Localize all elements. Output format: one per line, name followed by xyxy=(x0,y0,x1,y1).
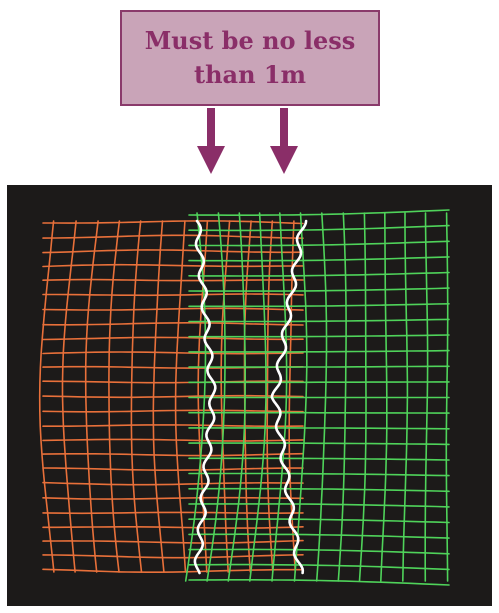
green-mesh-line xyxy=(188,334,450,338)
orange-mesh-line xyxy=(42,452,304,457)
green-mesh-line xyxy=(337,212,347,582)
orange-mesh-line xyxy=(42,511,304,515)
orange-mesh xyxy=(38,220,304,573)
orange-mesh-line xyxy=(42,554,304,559)
green-mesh-line xyxy=(380,212,388,582)
orange-mesh-line xyxy=(84,220,99,573)
orange-mesh-line xyxy=(42,220,304,225)
down-arrows xyxy=(197,108,298,174)
orange-mesh-line xyxy=(42,278,304,282)
orange-mesh-line xyxy=(42,467,304,471)
green-mesh-line xyxy=(188,318,450,323)
green-mesh-line xyxy=(358,212,367,582)
mesh-overlap-drawing xyxy=(38,209,450,586)
green-mesh-line xyxy=(424,212,429,582)
green-mesh-line xyxy=(188,209,450,216)
orange-mesh-line xyxy=(42,307,304,311)
orange-mesh-line xyxy=(42,568,304,573)
orange-mesh-line xyxy=(108,220,121,573)
orange-mesh-line xyxy=(42,263,304,268)
green-mesh-line xyxy=(188,487,450,493)
green-mesh-line xyxy=(188,287,450,292)
overlap-callout-box: Must be no less than 1m xyxy=(120,10,380,106)
green-mesh-line xyxy=(188,256,450,262)
orange-mesh-line xyxy=(130,220,143,573)
orange-mesh-line xyxy=(42,438,304,442)
orange-mesh-line xyxy=(42,293,304,297)
seam-edges xyxy=(193,219,308,575)
green-mesh-line xyxy=(315,212,328,582)
right-seam-edge xyxy=(270,219,308,575)
green-mesh-line xyxy=(184,212,207,582)
overlap-callout-text: Must be no less than 1m xyxy=(144,26,356,89)
green-mesh-line xyxy=(188,271,450,277)
orange-mesh-line xyxy=(42,234,304,239)
green-mesh-line xyxy=(188,224,450,232)
green-mesh-line xyxy=(188,349,450,353)
green-mesh-line xyxy=(271,212,288,582)
orange-mesh-line xyxy=(42,249,304,254)
green-mesh-line xyxy=(188,579,450,586)
orange-mesh-line xyxy=(38,220,55,573)
orange-mesh-line xyxy=(266,220,274,573)
green-mesh-line xyxy=(188,427,450,430)
green-mesh-line xyxy=(188,365,450,368)
green-mesh-line xyxy=(188,518,450,524)
green-mesh-line xyxy=(188,472,450,477)
mesh-overlap-diagram xyxy=(7,185,492,606)
orange-mesh-line xyxy=(42,409,304,413)
orange-mesh-line xyxy=(42,526,304,529)
green-mesh-line xyxy=(188,303,450,308)
green-mesh-line xyxy=(227,212,246,582)
orange-mesh-line xyxy=(42,336,304,341)
orange-mesh-line xyxy=(61,220,77,573)
green-mesh-line xyxy=(188,503,450,508)
orange-mesh-line xyxy=(220,220,231,573)
orange-mesh-line xyxy=(174,220,187,573)
orange-mesh-line xyxy=(42,481,304,486)
down-arrow-icon xyxy=(270,108,298,174)
green-mesh-line xyxy=(188,457,450,461)
green-mesh-line xyxy=(249,212,267,582)
green-mesh-line xyxy=(293,212,308,582)
orange-mesh-line xyxy=(42,496,304,500)
orange-mesh-line xyxy=(42,322,304,326)
green-mesh-line xyxy=(188,563,450,571)
green-mesh-line xyxy=(445,212,449,582)
orange-mesh-line xyxy=(152,220,165,573)
orange-mesh-line xyxy=(42,539,304,544)
green-mesh-line xyxy=(188,442,450,446)
green-mesh xyxy=(184,209,450,586)
orange-mesh-line xyxy=(42,424,304,428)
green-mesh-line xyxy=(206,212,226,582)
down-arrow-icon xyxy=(197,108,225,174)
green-mesh-line xyxy=(402,212,409,582)
left-seam-edge xyxy=(193,219,217,575)
